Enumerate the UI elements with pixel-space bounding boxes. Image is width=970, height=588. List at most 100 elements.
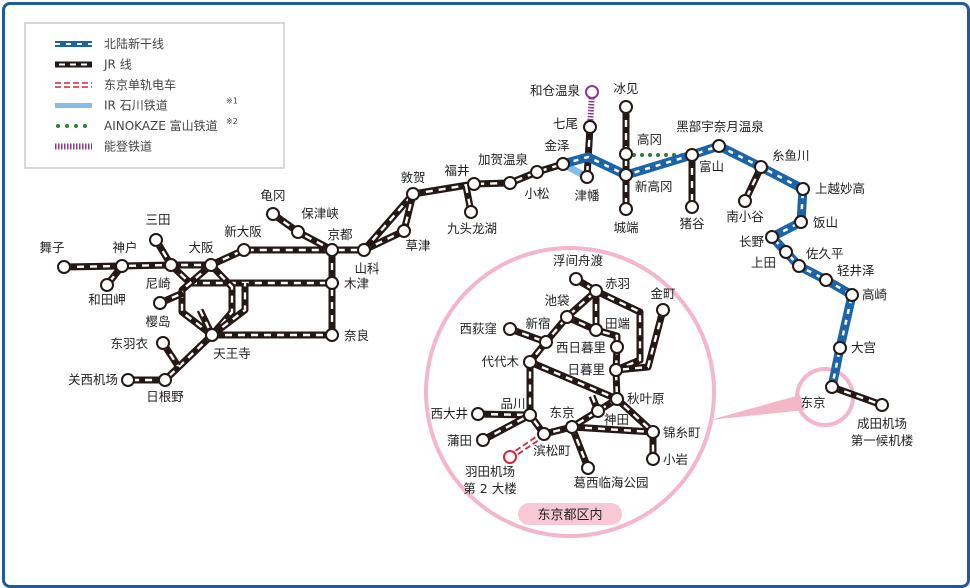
station-hozukyo[interactable] (291, 225, 305, 239)
station-ikebukuro[interactable] (560, 310, 574, 324)
station-nanao[interactable] (583, 120, 597, 134)
station-minamiotari[interactable] (738, 194, 752, 208)
station-label-kix: 关西机场 (68, 372, 118, 387)
station-label-kagaonsen: 加贺温泉 (478, 152, 529, 167)
station-label-tsuruga: 敦贺 (400, 170, 425, 185)
station-akabane[interactable] (589, 284, 603, 298)
station-komatsu[interactable] (530, 165, 544, 179)
station-label-yoyogi: 代代木 (481, 354, 519, 369)
station-toyama[interactable] (685, 148, 699, 162)
legend-item-noto: 能登铁道 (55, 139, 152, 154)
station-tsuruga[interactable] (406, 187, 420, 201)
station-higashihagoromo[interactable] (156, 336, 170, 350)
station-kyoto[interactable] (325, 243, 339, 257)
station-haneda_1[interactable] (503, 450, 517, 464)
station-sanda[interactable] (149, 233, 163, 247)
station-tokyo_main[interactable] (825, 380, 839, 394)
station-kinshicho[interactable] (646, 425, 660, 439)
station-ueda[interactable] (779, 245, 793, 259)
station-nishioi[interactable] (471, 407, 485, 421)
station-nara[interactable] (325, 328, 339, 342)
station-label-kobe: 神户 (112, 240, 137, 255)
station-label-sakudaira: 佐久平 (806, 246, 844, 261)
station-kanda[interactable] (591, 404, 605, 418)
station-sakudaira[interactable] (792, 259, 806, 273)
station-nippori[interactable] (609, 363, 623, 377)
station-amagasaki[interactable] (164, 258, 178, 272)
station-narita_1[interactable] (875, 398, 889, 412)
station-itoigawa[interactable] (754, 160, 768, 174)
station-wadamisaki[interactable] (100, 278, 114, 292)
station-kusatsu[interactable] (397, 224, 411, 238)
station-kizu[interactable] (325, 276, 339, 290)
station-wakuraonsen[interactable] (585, 85, 599, 99)
station-label-nishioi: 西大井 (430, 406, 468, 421)
station-johana[interactable] (619, 202, 633, 216)
station-osaka[interactable] (204, 258, 218, 272)
station-karuizawa[interactable] (819, 273, 833, 287)
station-tennoji[interactable] (205, 328, 219, 342)
station-kurobe[interactable] (712, 139, 726, 153)
jr-line (361, 191, 416, 253)
jr-line-dash (831, 385, 883, 407)
station-label-shinjuku: 新宿 (525, 316, 550, 331)
station-tsubata[interactable] (580, 170, 594, 184)
station-koiwa[interactable] (646, 452, 660, 466)
station-takasaki[interactable] (845, 288, 859, 302)
station-yoyogi[interactable] (523, 355, 537, 369)
station-nagano[interactable] (765, 230, 779, 244)
station-iiyama[interactable] (794, 215, 808, 229)
station-shinjuku[interactable] (539, 335, 553, 349)
station-label-higashihagoromo: 东羽衣 (110, 336, 148, 351)
station-tabata[interactable] (589, 323, 603, 337)
station-shintakaoka[interactable] (619, 168, 633, 182)
jr-line-dash (63, 263, 211, 269)
jr-line-dash (595, 289, 642, 372)
station-himi[interactable] (619, 100, 633, 114)
station-kix[interactable] (121, 373, 135, 387)
station-maiko[interactable] (57, 260, 71, 274)
station-label-wadamisaki: 和田岬 (88, 292, 126, 307)
station-kamata[interactable] (476, 433, 490, 447)
station-label-osaka: 大阪 (188, 240, 214, 255)
station-tokyo[interactable] (565, 420, 579, 434)
station-label-iiyama: 饭山 (813, 215, 838, 230)
legend-item-jr: JR 线 (55, 58, 132, 72)
station-shinagawa[interactable] (523, 408, 537, 422)
station-omiya[interactable] (833, 341, 847, 355)
station-hamamatsucho[interactable] (537, 427, 551, 441)
station-kuzuryuko[interactable] (464, 205, 478, 219)
station-kasai[interactable] (581, 461, 595, 475)
station-label-takaoka: 高冈 (637, 132, 662, 147)
station-yamashina[interactable] (357, 243, 371, 257)
station-kagaonsen[interactable] (503, 176, 517, 190)
station-label-yamashina: 山科 (354, 261, 380, 276)
legend-label: 北陆新干线 (104, 36, 164, 51)
station-label-kyoto: 京都 (327, 227, 353, 242)
station-hineno[interactable] (158, 373, 172, 387)
station-nishinippori[interactable] (610, 340, 624, 354)
legend-label: JR 线 (103, 58, 132, 72)
station-kanamachi[interactable] (656, 303, 670, 317)
station-ukimafunado[interactable] (569, 272, 583, 286)
station-label-maiko: 舞子 (39, 240, 64, 255)
legend-item-monorail: 东京单轨电车 (55, 77, 176, 92)
station-shinosaka[interactable] (237, 243, 251, 257)
station-label-shinagawa: 品川 (500, 396, 525, 411)
station-joetsumyoko[interactable] (796, 182, 810, 196)
station-kanazawa[interactable] (556, 157, 570, 171)
jr-line-dash (210, 248, 364, 267)
station-kobe[interactable] (115, 259, 129, 273)
station-fukui[interactable] (467, 177, 481, 191)
legend-label: AINOKAZE 富山铁道 (104, 118, 218, 133)
station-takaoka[interactable] (619, 147, 633, 161)
station-sakurajima[interactable] (153, 296, 167, 310)
station-label-hozukyo: 保津峡 (301, 206, 339, 221)
station-label-narita_2: 第一候机楼 (851, 433, 914, 448)
station-label-himi: 冰见 (613, 81, 638, 96)
legend-item-ir: IR 石川铁道※1 (55, 97, 238, 113)
station-inotani[interactable] (685, 200, 699, 214)
station-nishiogikubo[interactable] (503, 322, 517, 336)
station-kameoka[interactable] (266, 207, 280, 221)
station-akihabara[interactable] (610, 392, 624, 406)
